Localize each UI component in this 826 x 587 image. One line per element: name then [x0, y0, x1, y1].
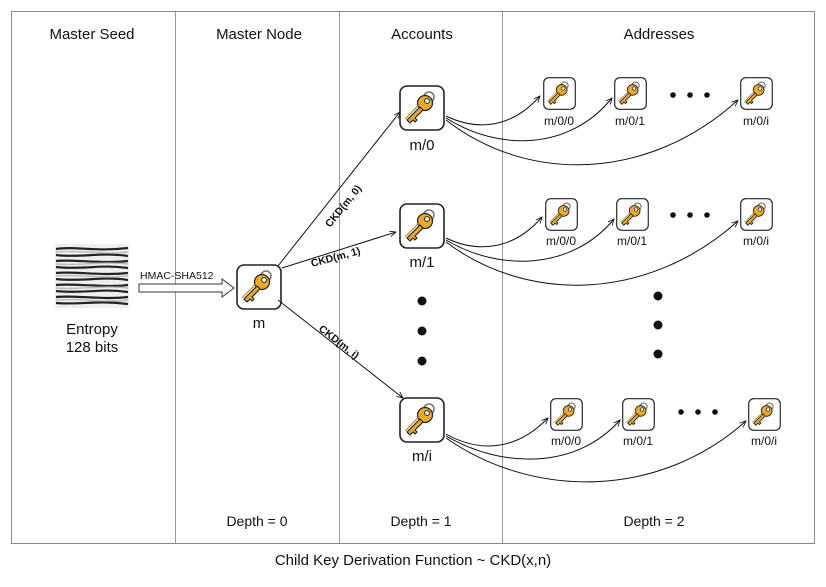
account-label-0: m/0: [409, 137, 434, 154]
edge-account0-to-address1: [445, 98, 612, 142]
address-label: m/0/1: [623, 434, 653, 448]
edge-master-to-account-0: [277, 112, 400, 267]
entropy-noise-icon: [55, 244, 129, 308]
column-title-master-seed: Master Seed: [49, 26, 134, 43]
address-key-icon: [740, 77, 773, 110]
hmac-arrow: [138, 278, 235, 298]
edge-master-to-account-1: [281, 232, 396, 269]
address-key-icon: [616, 198, 649, 231]
diagram-frame: [11, 11, 815, 544]
edge-label-ckd-m-i: CKD(m, i): [316, 323, 361, 362]
column-title-addresses: Addresses: [624, 26, 695, 43]
address-key-icon: [748, 398, 781, 431]
column-title-master-node: Master Node: [216, 26, 302, 43]
edge-account1-to-addressi: [445, 221, 738, 286]
horizontal-ellipsis-icon: [678, 409, 718, 415]
address-group-1: m/0/0 m/0/1 m/0/i: [445, 198, 773, 286]
horizontal-ellipsis-icon: [670, 212, 710, 218]
account-label-i: m/i: [412, 448, 432, 465]
address-key-icon: [550, 398, 583, 431]
edge-accounti-to-address1: [445, 420, 620, 460]
depth-label-0: Depth = 0: [226, 513, 287, 529]
edge-account1-to-address0: [445, 217, 542, 248]
address-label: m/0/i: [743, 234, 769, 248]
address-key-icon: [543, 77, 576, 110]
master-key-icon: [236, 264, 282, 310]
horizontal-ellipsis-icon: [670, 92, 710, 98]
address-label: m/0/0: [551, 434, 581, 448]
edge-account0-to-address0: [445, 96, 540, 126]
address-key-icon: [740, 198, 773, 231]
address-label: m/0/0: [544, 114, 574, 128]
edge-accounti-to-addressi: [445, 421, 746, 483]
edge-label-ckd-m-1: CKD(m, 1): [310, 245, 362, 270]
addresses-ellipsis-icon: [653, 291, 663, 359]
diagram-caption: Child Key Derivation Function ~ CKD(x,n): [275, 552, 551, 569]
edge-account0-to-addressi: [445, 100, 738, 166]
account-key-icon-0: [399, 85, 445, 131]
accounts-ellipsis-icon: [417, 296, 427, 366]
master-node-label: m: [253, 315, 266, 332]
address-label: m/0/0: [546, 234, 576, 248]
address-label: m/0/i: [751, 434, 777, 448]
address-key-icon: [545, 198, 578, 231]
address-key-icon: [622, 398, 655, 431]
address-label: m/0/i: [743, 114, 769, 128]
edge-master-to-account-i: [277, 299, 403, 398]
edge-account1-to-address1: [445, 219, 614, 262]
account-key-icon-i: [399, 397, 445, 443]
account-key-icon-1: [399, 203, 445, 249]
depth-label-2: Depth = 2: [623, 513, 684, 529]
address-group-i: m/0/0 m/0/1 m/0/i: [445, 398, 781, 483]
column-title-accounts: Accounts: [391, 26, 453, 43]
hmac-label: HMAC-SHA512: [140, 270, 214, 282]
entropy-bits-label: 128 bits: [66, 339, 119, 356]
account-label-1: m/1: [409, 254, 434, 271]
edge-label-ckd-m-0: CKD(m, 0): [323, 183, 364, 230]
address-label: m/0/1: [615, 114, 645, 128]
edge-accounti-to-address0: [445, 418, 548, 447]
address-key-icon: [614, 77, 647, 110]
depth-label-1: Depth = 1: [390, 513, 451, 529]
entropy-label: Entropy: [66, 321, 118, 338]
address-label: m/0/1: [617, 234, 647, 248]
address-group-0: m/0/0 m/0/1 m/0/i: [445, 77, 773, 166]
